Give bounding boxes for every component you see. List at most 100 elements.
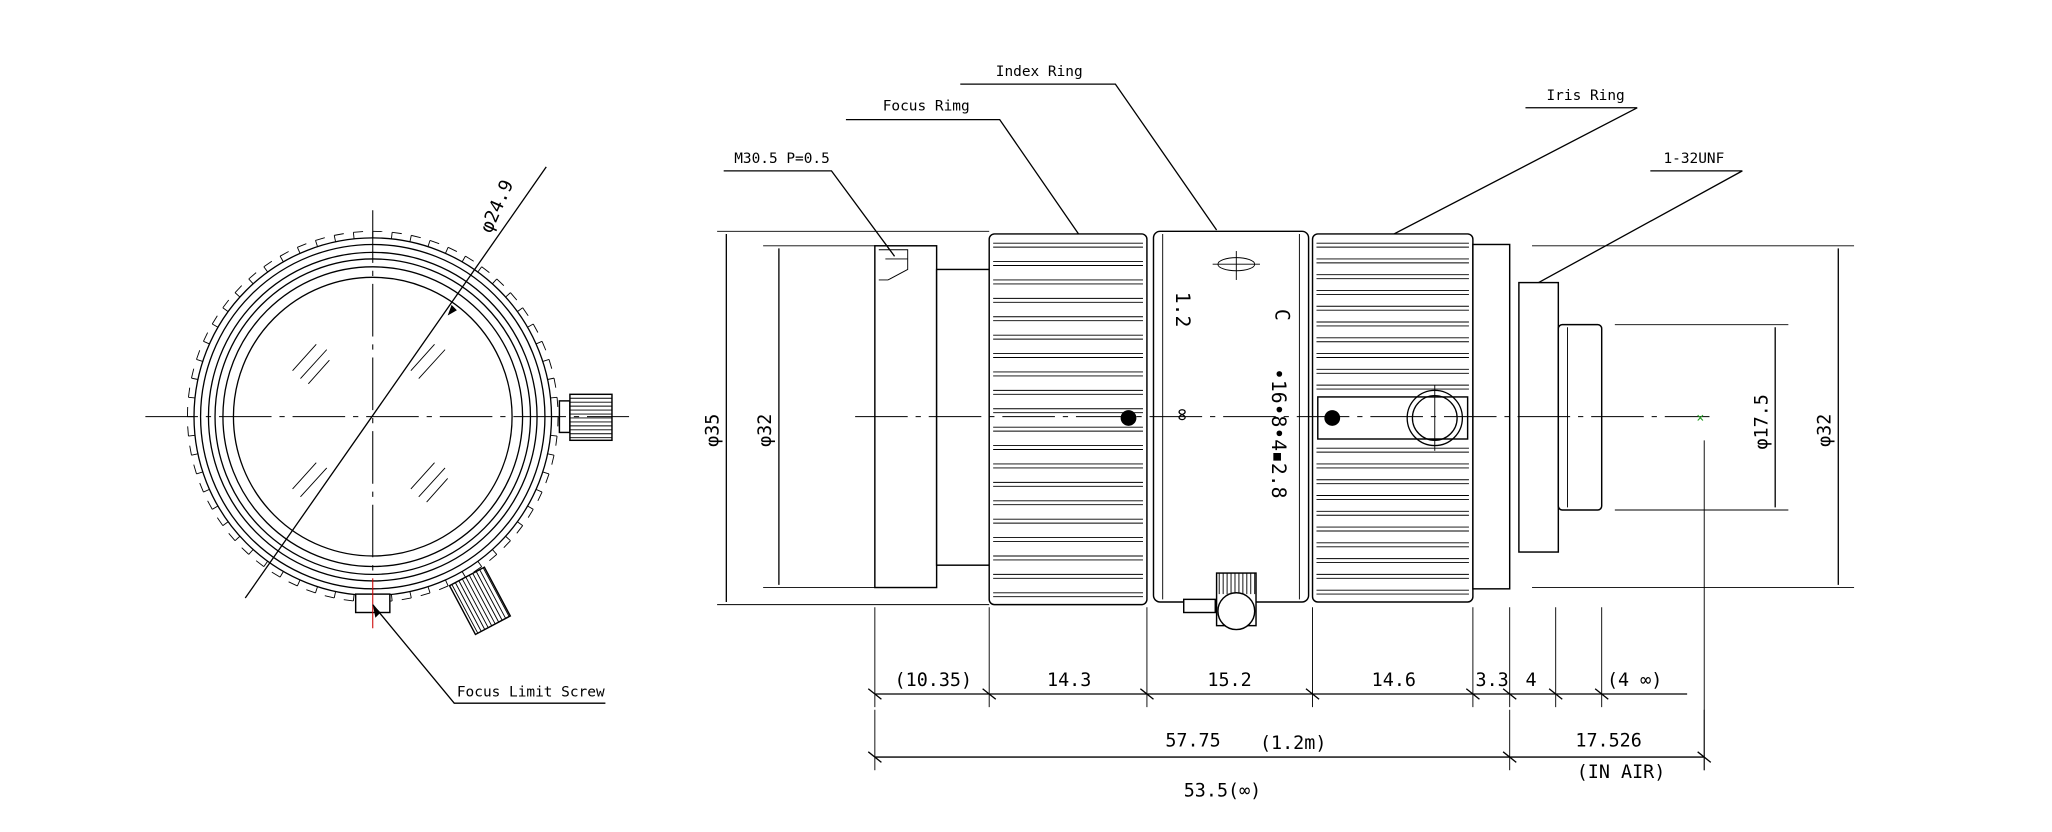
flange-back-length: 17.526 bbox=[1575, 731, 1641, 752]
drawing-line bbox=[481, 266, 490, 273]
drawing-line bbox=[315, 240, 318, 247]
drawing-line bbox=[553, 378, 557, 388]
drawing-line bbox=[556, 397, 559, 407]
inner-barrel bbox=[935, 268, 990, 566]
drawing-line bbox=[212, 323, 219, 328]
drawing-line bbox=[203, 332, 209, 342]
length-mount: 4 bbox=[1525, 670, 1536, 691]
drawing-line bbox=[447, 246, 458, 252]
drawing-line bbox=[1548, 688, 1563, 700]
total-length-infinity: 53.5(∞) bbox=[1184, 781, 1262, 802]
drawing-line bbox=[445, 247, 449, 254]
total-length-near-note: (1.2m) bbox=[1260, 733, 1326, 754]
drawing-line bbox=[461, 578, 489, 628]
drawing-line bbox=[550, 434, 558, 437]
length-focus-ring: 14.3 bbox=[1047, 670, 1091, 691]
focus-mark-near: 1.2 bbox=[1171, 292, 1194, 328]
drawing-line bbox=[203, 488, 210, 493]
drawing-line bbox=[279, 255, 284, 263]
drawing-line bbox=[461, 571, 466, 578]
drawing-line bbox=[189, 445, 192, 456]
drawing-line bbox=[438, 585, 449, 591]
drawing-line bbox=[465, 576, 493, 627]
drawing-line bbox=[411, 234, 421, 239]
drawing-line bbox=[492, 278, 498, 285]
focus-limit-knob bbox=[448, 566, 512, 636]
drawing-line bbox=[427, 240, 431, 247]
c-mount-thread bbox=[1518, 281, 1560, 553]
drawing-line bbox=[542, 358, 550, 362]
rear-diameter-label: φ32 bbox=[1814, 414, 1835, 447]
rear-mount-diameter-label: φ17.5 bbox=[1751, 394, 1772, 449]
focus-mark-infinity: ∞ bbox=[1171, 409, 1194, 421]
length-index-ring: 15.2 bbox=[1207, 670, 1251, 691]
drawing-line bbox=[477, 561, 483, 567]
drawing-line bbox=[279, 571, 284, 578]
drawing-line bbox=[547, 377, 555, 380]
drawing-line bbox=[187, 387, 191, 398]
mount-thread-label: 1-32UNF bbox=[1663, 151, 1724, 167]
iris-ring-label: Iris Ring bbox=[1546, 88, 1624, 104]
drawing-line bbox=[527, 323, 534, 328]
drawing-line bbox=[333, 235, 337, 242]
drawing-line bbox=[263, 260, 273, 268]
drawing-line bbox=[401, 597, 412, 601]
drawing-line bbox=[392, 231, 402, 235]
drawing-line bbox=[461, 255, 466, 263]
drawing-line bbox=[315, 237, 325, 241]
drawing-line bbox=[390, 594, 393, 602]
drawing-line bbox=[537, 491, 543, 501]
drawing-line bbox=[212, 505, 219, 510]
drawing-line bbox=[188, 434, 196, 437]
drawing-line bbox=[296, 247, 301, 254]
drawing-line bbox=[1594, 688, 1609, 700]
drawing-line bbox=[482, 567, 510, 617]
drawing-line bbox=[510, 292, 518, 301]
drawing-line bbox=[454, 582, 482, 632]
drawing-line bbox=[517, 521, 523, 526]
outer-diameter-label: φ35 bbox=[702, 414, 723, 447]
image-plane-marker: × bbox=[1696, 411, 1704, 426]
drawing-line bbox=[222, 521, 229, 526]
drawing-line bbox=[191, 368, 195, 379]
drawing-line bbox=[1465, 688, 1480, 700]
drawing-line bbox=[352, 232, 355, 239]
drawing-line bbox=[409, 235, 412, 242]
drawing-line bbox=[207, 500, 213, 510]
drawing-line bbox=[503, 540, 511, 549]
drawing-line bbox=[427, 586, 431, 594]
drawing-line bbox=[548, 359, 553, 369]
drawing-line bbox=[541, 341, 547, 351]
focus-limit-screw-label: Focus Limit Screw bbox=[457, 685, 605, 701]
drawing-line bbox=[248, 549, 254, 555]
drawing-line bbox=[550, 396, 558, 399]
length-iris-ring: 14.6 bbox=[1372, 670, 1416, 691]
drawing-line bbox=[241, 547, 250, 555]
drawing-line bbox=[196, 350, 201, 360]
drawing-line bbox=[532, 323, 539, 333]
focus-ring-label: Focus Rimg bbox=[883, 98, 970, 114]
front-diameter-label: φ24.9 bbox=[476, 177, 518, 236]
front-diameter-dim: φ32 bbox=[755, 414, 776, 447]
focus-limit-leader bbox=[372, 604, 606, 704]
drawing-line bbox=[390, 232, 393, 239]
flange-back-note: (IN AIR) bbox=[1577, 762, 1666, 783]
drawing-line bbox=[429, 239, 440, 245]
index-lock-knob bbox=[1183, 572, 1257, 631]
drawing-line bbox=[216, 517, 224, 526]
drawing-line bbox=[255, 560, 265, 567]
drawing-line bbox=[468, 575, 496, 625]
drawing-line bbox=[477, 266, 483, 273]
drawing-line bbox=[527, 509, 534, 518]
drawing-line bbox=[517, 307, 523, 312]
drawing-line bbox=[445, 579, 449, 587]
drawing-line bbox=[279, 251, 289, 257]
drawing-line bbox=[191, 377, 199, 380]
drawing-line bbox=[420, 592, 431, 597]
iris-f-scale: •16•8•4▪2.8 bbox=[1267, 368, 1290, 499]
drawing-line bbox=[473, 566, 482, 573]
drawing-line bbox=[199, 482, 204, 493]
drawing-line bbox=[193, 464, 197, 475]
drawing-line bbox=[352, 594, 355, 602]
